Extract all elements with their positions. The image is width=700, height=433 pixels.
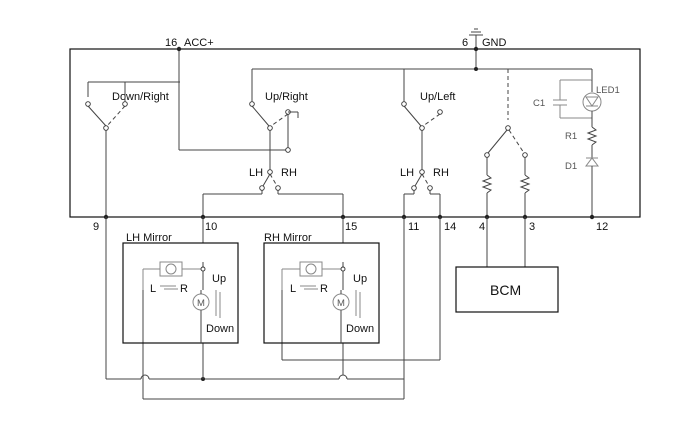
selector-switch-1: LH RH — [202, 160, 344, 217]
pin-4: 4 — [479, 221, 485, 233]
resistor-label: R1 — [565, 131, 577, 142]
lh-mirror-up: Up — [212, 273, 226, 285]
led-indicator-branch: C1 LED1 R1 D1 — [533, 69, 620, 217]
lh-mirror: LH Mirror M Up Down L R — [122, 232, 239, 344]
pin-3: 3 — [529, 221, 535, 233]
lh-mirror-down: Down — [206, 323, 234, 335]
rh-mirror-r: R — [320, 283, 328, 295]
switch-up-left-label: Up/Left — [420, 91, 455, 103]
rh-mirror-up: Up — [353, 273, 367, 285]
pin-10: 10 — [205, 221, 217, 233]
rh-mirror-title: RH Mirror — [264, 232, 312, 244]
external-wiring — [105, 217, 526, 400]
bcm-label: BCM — [490, 282, 521, 298]
rh-mirror: RH Mirror M Up Down L R — [263, 232, 380, 344]
rh-motor-symbol: M — [337, 298, 345, 309]
lh-mirror-l: L — [150, 283, 156, 295]
diode-label: D1 — [565, 161, 577, 172]
gnd-pin-label: GND — [482, 37, 507, 49]
selector-2-lh: LH — [400, 167, 414, 179]
pin-11: 11 — [408, 221, 419, 233]
led-label: LED1 — [596, 85, 620, 96]
gnd-pin: 6 GND — [462, 28, 507, 69]
selector-switch-2: LH RH — [400, 160, 449, 217]
pin-9: 9 — [93, 221, 99, 233]
switch-up-left: Up/Left — [401, 82, 455, 160]
lh-mirror-title: LH Mirror — [126, 232, 172, 244]
bcm-module: BCM — [455, 266, 559, 313]
pin-12: 12 — [596, 221, 608, 233]
selector-2-rh: RH — [433, 167, 449, 179]
switch-up-right: Up/Right — [249, 82, 308, 160]
selector-1-lh: LH — [249, 167, 263, 179]
gnd-pin-number: 6 — [462, 37, 468, 49]
switch-down-right: Down/Right — [85, 82, 169, 217]
pin-15: 15 — [345, 221, 357, 233]
pin-14: 14 — [444, 221, 456, 233]
switch-housing — [69, 48, 641, 218]
switch-down-right-label: Down/Right — [112, 91, 169, 103]
lh-mirror-r: R — [180, 283, 188, 295]
acc-pin-label: ACC+ — [184, 37, 214, 49]
switch-up-right-label: Up/Right — [265, 91, 308, 103]
bcm-sense-switch — [481, 125, 531, 217]
acc-pin-number: 16 — [165, 37, 177, 49]
rh-mirror-down: Down — [346, 323, 374, 335]
selector-1-rh: RH — [281, 167, 297, 179]
ground-bus — [251, 67, 592, 120]
lh-motor-symbol: M — [197, 298, 205, 309]
capacitor-label: C1 — [533, 98, 545, 109]
rh-mirror-l: L — [290, 283, 296, 295]
acc-pin: 16 ACC+ — [165, 37, 214, 150]
